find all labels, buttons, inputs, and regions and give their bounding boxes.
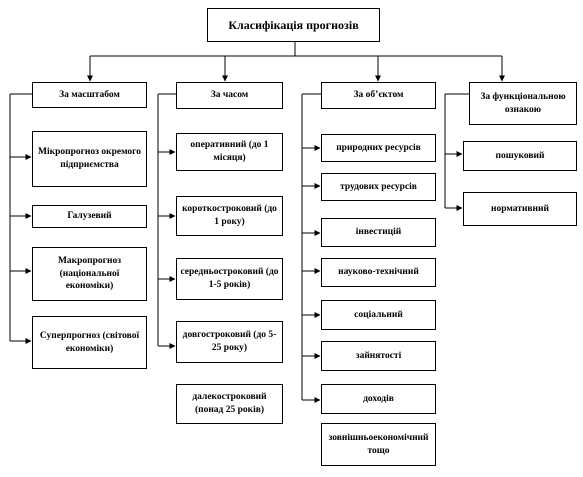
header-object-label: За об’єктом [353, 90, 404, 101]
node-short-term: короткостроковий (до 1 року) [176, 196, 283, 236]
diagram-title-text: Класифікація прогнозів [228, 17, 359, 32]
node-label: пошуковий [495, 150, 545, 161]
node-label: Макропрогноз (національної економіки) [57, 255, 122, 292]
diagram-title: Класифікація прогнозів [207, 8, 380, 42]
node-sci-tech: науково-технічний [321, 258, 436, 287]
header-functional: За функціональною ознакою [469, 82, 577, 125]
node-label: оперативний (до 1 місяця) [190, 140, 269, 163]
node-labor-resources: трудових ресурсів [321, 173, 436, 201]
node-label: короткостроковий (до 1 року) [182, 204, 277, 227]
node-label: інвестицій [355, 227, 402, 238]
header-scale: За масштабом [32, 82, 147, 108]
node-natural-resources: природних ресурсів [321, 134, 436, 162]
node-employment: зайнятості [321, 341, 436, 371]
node-far-term: далекостроковий (понад 25 років) [176, 384, 283, 424]
node-foreign-economic: зовнішньоекономічний тощо [321, 423, 436, 466]
node-long-term: довгостроковий (до 5-25 року) [176, 321, 283, 363]
node-medium-term: середньостроковий (до 1-5 років) [176, 258, 283, 300]
node-investments: інвестицій [321, 218, 436, 247]
header-scale-label: За масштабом [59, 89, 120, 100]
node-label: далекостроковий (понад 25 років) [192, 392, 267, 415]
node-sectoral: Галузевий [32, 205, 147, 228]
node-super-forecast: Суперпрогноз (світової економіки) [32, 316, 147, 369]
node-social: соціальний [321, 300, 436, 330]
node-label: довгостроковий (до 5-25 року) [182, 330, 277, 353]
node-label: зовнішньоекономічний тощо [328, 432, 429, 456]
node-label: Суперпрогноз (світової економіки) [39, 330, 140, 354]
header-object: За об’єктом [321, 82, 436, 109]
node-label: соціальний [354, 309, 403, 320]
header-time: За часом [176, 82, 283, 109]
node-normative: нормативний [463, 192, 577, 226]
node-macro-forecast: Макропрогноз (національної економіки) [32, 247, 147, 301]
node-incomes: доходів [321, 384, 436, 414]
node-label: доходів [363, 393, 394, 404]
node-micro-forecast: Мікропрогноз окремого підприємства [32, 131, 147, 187]
node-label: зайнятості [355, 350, 402, 361]
node-label: Галузевий [67, 211, 112, 222]
node-label: Мікропрогноз окремого підприємства [38, 147, 141, 170]
node-label: природних ресурсів [336, 142, 421, 153]
node-exploratory: пошуковий [463, 141, 577, 171]
node-label: нормативний [491, 203, 549, 214]
header-functional-label: За функціональною ознакою [480, 91, 566, 115]
header-time-label: За часом [210, 90, 249, 101]
node-label: трудових ресурсів [340, 181, 417, 192]
node-operative: оперативний (до 1 місяця) [176, 133, 283, 171]
node-label: середньостроковий (до 1-5 років) [180, 267, 279, 290]
node-label: науково-технічний [338, 267, 419, 278]
